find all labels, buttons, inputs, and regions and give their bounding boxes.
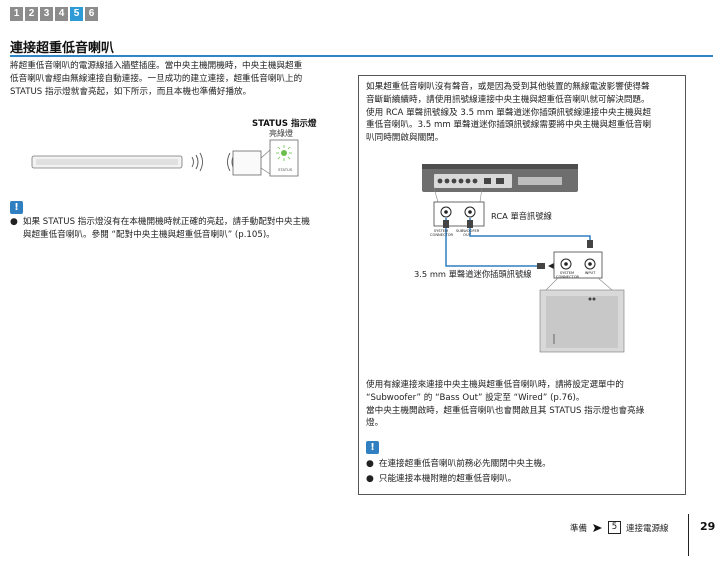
step-tab[interactable]: 1 — [10, 7, 23, 21]
intro-line: STATUS 指示燈就會亮起，如下所示，而且本機也準備好播放。 — [10, 86, 252, 97]
breadcrumb-step-number[interactable]: 5 — [608, 521, 622, 534]
setting-line: 燈。 — [366, 418, 384, 429]
warning-item: ● 如果 STATUS 指示燈沒有在本機開機時就正確的亮起，請手動配對中央主機 … — [10, 216, 342, 242]
intro-paragraph: 將超重低音喇叭的電源線插入牆壁插座。當中央主機開機時，中央主機與超重 低音喇叭會… — [10, 60, 342, 98]
box-warning-text: 只能連接本機附贈的超重低音喇叭。 — [378, 474, 517, 484]
rca-cable — [469, 218, 591, 246]
subwoofer-image — [232, 150, 262, 176]
bullet-icon: ● — [366, 459, 374, 469]
wired-connection-diagram — [422, 164, 625, 353]
mini-cable-label: 3.5 mm 單聲道迷你插頭訊號線 — [414, 269, 532, 279]
subwoofer-input-label: INPUT — [584, 271, 596, 275]
breadcrumb-subsection[interactable]: 連接電源線 — [626, 523, 669, 534]
step-tab[interactable]: 4 — [55, 7, 68, 21]
step-tab[interactable]: 6 — [85, 7, 98, 21]
rca-cable-label: RCA 單音訊號線 — [491, 211, 552, 221]
box-line: 音斷斷續續時，請使用訊號線連接中央主機與超重低音喇叭就可解決問題。 — [366, 94, 650, 105]
warning-line: 與超重低音喇叭。參閱 “配對中央主機與超重低音喇叭” (p.105)。 — [22, 229, 275, 240]
bullet-icon: ● — [10, 217, 18, 227]
wireless-connection-illustration — [31, 139, 299, 177]
wired-setting-text: 使用有線連接來連接中央主機與超重低音喇叭時，請將設定選單中的 “Subwoofe… — [366, 379, 679, 430]
warning-icon: ! — [10, 201, 23, 214]
footer-breadcrumb: 準備 5 連接電源線 — [570, 521, 669, 534]
setting-line: 使用有線連接來連接中央主機與超重低音喇叭時，請將設定選單中的 — [366, 380, 624, 390]
intro-line: 將超重低音喇叭的電源線插入牆壁插座。當中央主機開機時，中央主機與超重 — [10, 61, 303, 71]
box-line: 如果超重低音喇叭沒有聲音，或是因為受到其他裝置的無線電波影響使得聲 — [366, 82, 650, 92]
setting-line: 當中央主機開啟時，超重低音喇叭也會開啟且其 STATUS 指示燈也會亮綠 — [366, 405, 645, 416]
step-tabs: 1 2 3 4 5 6 — [10, 7, 98, 21]
soundbar-grille — [36, 159, 178, 165]
step-tab[interactable]: 3 — [40, 7, 53, 21]
page-number: 29 — [700, 520, 716, 533]
wired-intro-text: 如果超重低音喇叭沒有聲音，或是因為受到其他裝置的無線電波影響使得聲 音斷斷續續時… — [366, 81, 679, 145]
box-warning-icon: ! — [366, 441, 379, 454]
box-line: 重低音喇叭。3.5 mm 單聲道迷你插頭訊號線需要將中央主機與超重低音喇 — [366, 120, 652, 131]
status-indicator-subtitle: 亮綠燈 — [269, 129, 293, 138]
breadcrumb-arrow-icon — [593, 523, 603, 532]
status-led-icon — [281, 150, 287, 156]
status-small-label: STATUS — [278, 167, 293, 172]
system-connector-label: SYSTEM CONNECTOR — [430, 229, 454, 238]
title-rule — [10, 55, 713, 57]
box-line: 叭同時開啟與關閉。 — [366, 133, 444, 144]
footer-divider — [688, 514, 689, 556]
box-warning-text: 在連接超重低音喇叭前務必先關閉中央主機。 — [378, 459, 551, 469]
wireless-waves-icon — [191, 152, 239, 172]
arrow-icon — [548, 263, 554, 269]
box-line: 使用 RCA 單聲訊號線及 3.5 mm 單聲道迷你插頭訊號線連接中央主機與超 — [366, 107, 651, 118]
box-warning-item: ● 在連接超重低音喇叭前務必先關閉中央主機。 — [366, 458, 551, 471]
bullet-icon: ● — [366, 474, 374, 484]
page-title: 連接超重低音喇叭 — [10, 41, 115, 56]
step-tab[interactable]: 2 — [25, 7, 38, 21]
setting-line: “Subwoofer” 的 “Bass Out” 設定至 “Wired” (p.… — [366, 392, 585, 403]
status-indicator-title: STATUS 指示燈 — [252, 119, 317, 129]
warning-item-text: 如果 STATUS 指示燈沒有在本機開機時就正確的亮起，請手動配對中央主機 與超… — [23, 216, 310, 242]
breadcrumb-section[interactable]: 準備 — [570, 523, 588, 534]
mini-plug-cable — [445, 218, 542, 267]
subwoofer-out-label: SUBWOOFER OUT — [456, 229, 480, 238]
box-warning-item: ● 只能連接本機附贈的超重低音喇叭。 — [366, 473, 516, 486]
subwoofer-system-connector-label: SYSTEM CONNECTOR — [556, 271, 580, 280]
step-tab-active[interactable]: 5 — [70, 7, 83, 21]
intro-line: 低音喇叭會經由無線連接自動連接。一旦成功的建立連接，超重低音喇叭上的 — [10, 73, 303, 84]
wired-connection-box — [358, 75, 686, 495]
warning-line: 如果 STATUS 指示燈沒有在本機開機時就正確的亮起，請手動配對中央主機 — [22, 217, 310, 227]
